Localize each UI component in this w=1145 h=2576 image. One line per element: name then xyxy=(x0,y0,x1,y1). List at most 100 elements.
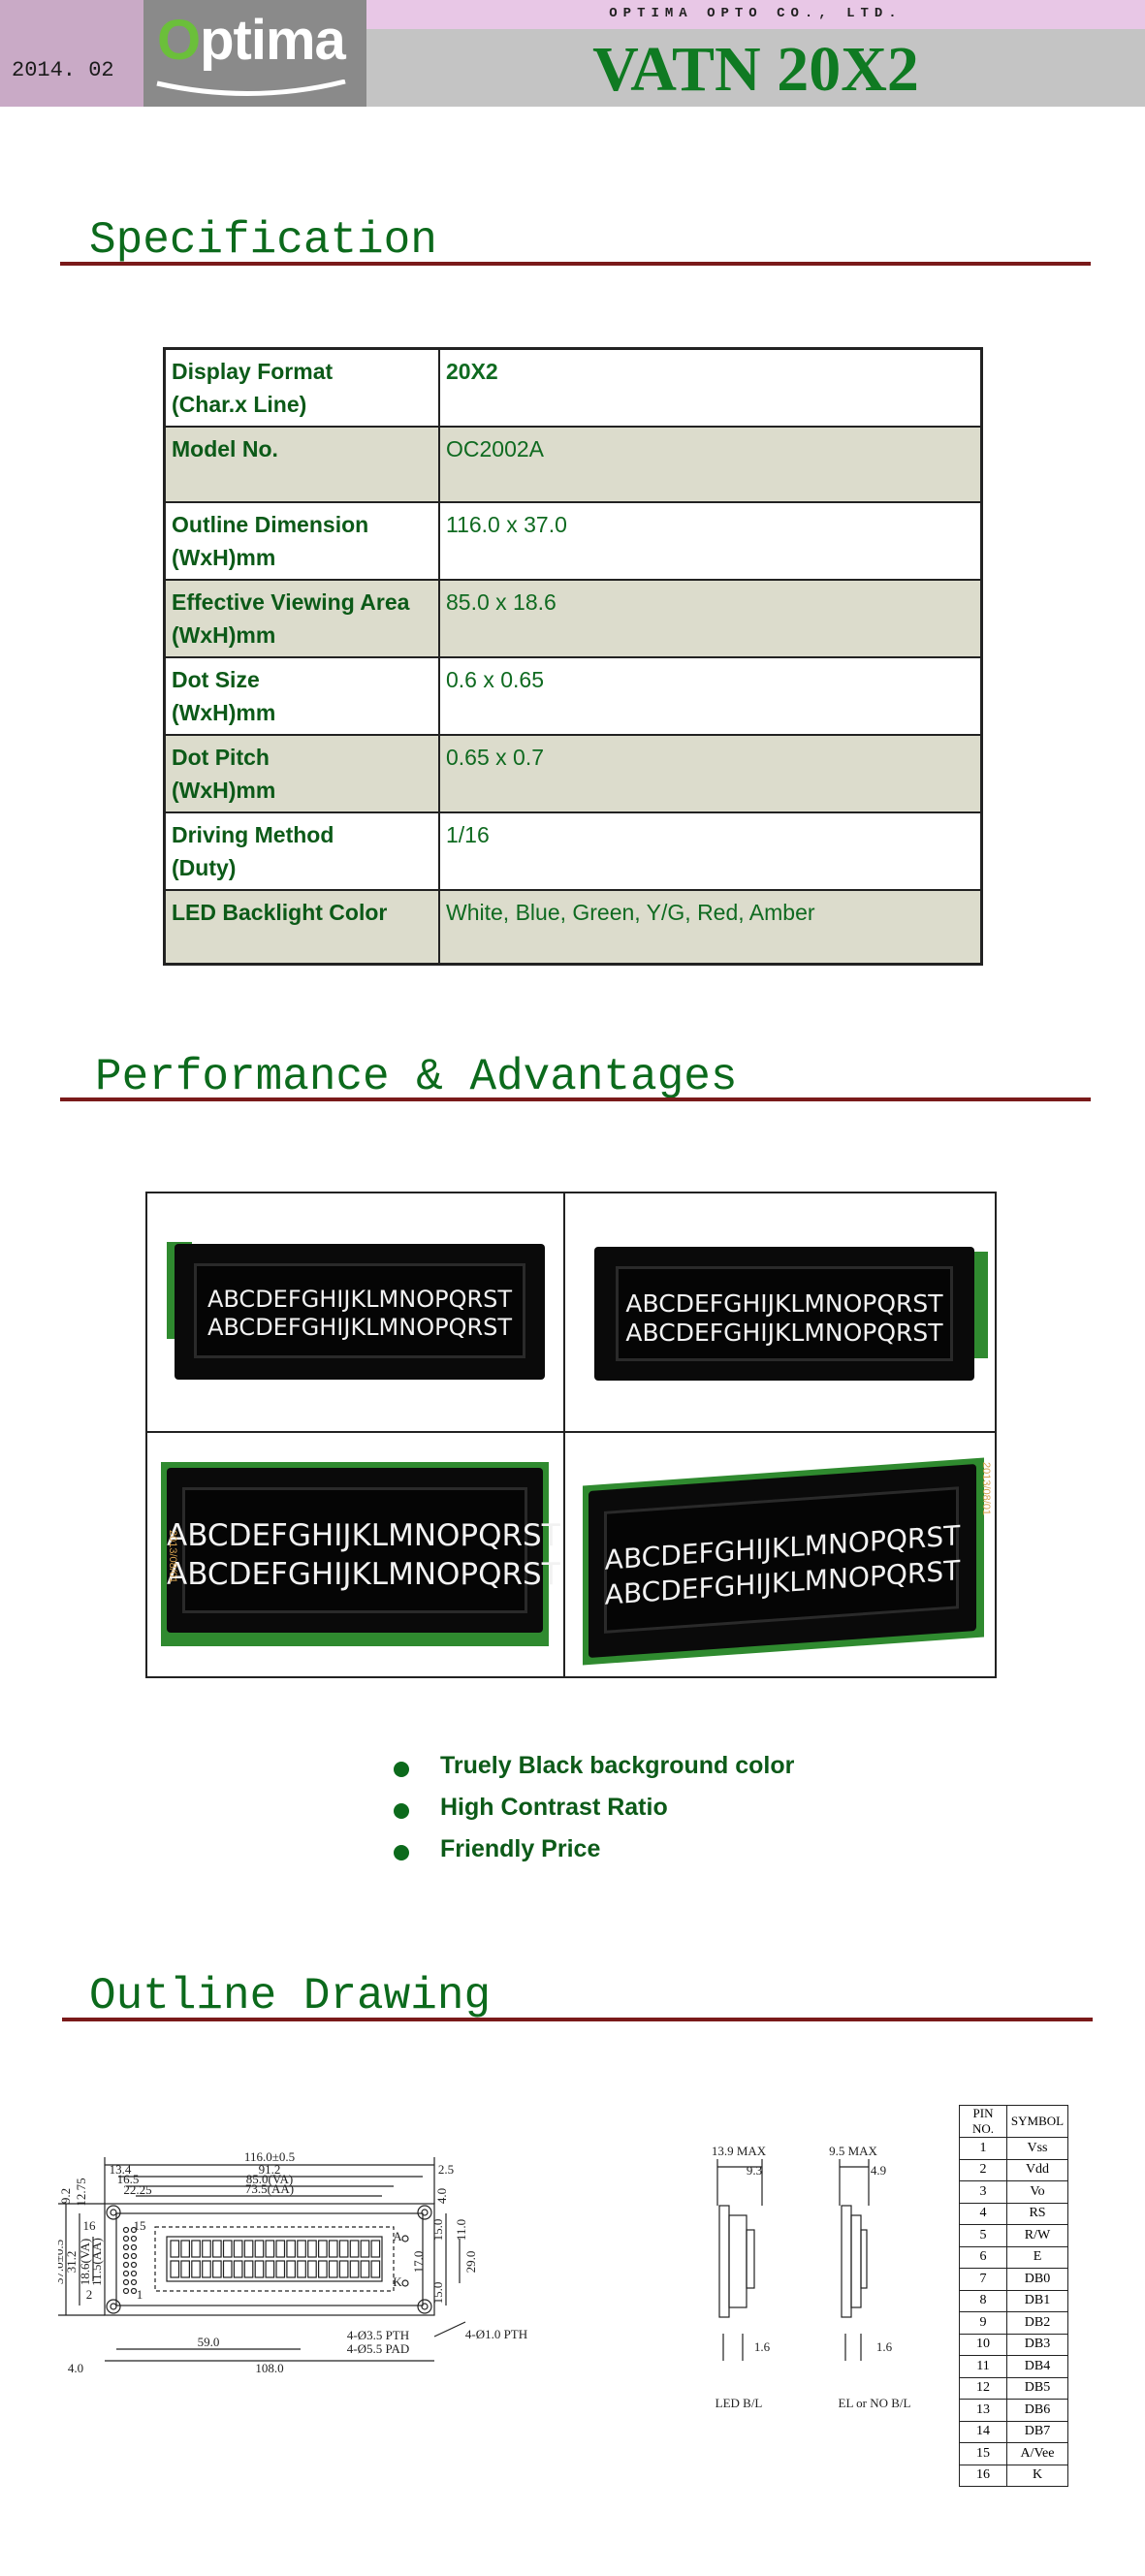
lcd-line-1: ABCDEFGHIJKLMNOPQRST xyxy=(167,1518,560,1553)
dimension-label: 17.0 xyxy=(411,2251,426,2274)
lcd-module: ABCDEFGHIJKLMNOPQRST ABCDEFGHIJKLMNOPQRS… xyxy=(594,1247,974,1381)
char-cell xyxy=(222,2260,233,2278)
spec-label: LED Backlight Color xyxy=(163,889,440,965)
pin-hole xyxy=(122,2261,130,2269)
dimension-label: 116.0±0.5 xyxy=(244,2149,295,2164)
char-cell xyxy=(307,2240,317,2258)
pin-symbol: K xyxy=(1006,2464,1068,2487)
char-cell xyxy=(243,2240,254,2258)
lcd-line-2: ABCDEFGHIJKLMNOPQRST xyxy=(625,1319,943,1347)
dimension-label: 18.6(VA) xyxy=(78,2239,92,2286)
char-cell xyxy=(265,2240,275,2258)
pin-symbol: Vo xyxy=(1006,2180,1068,2204)
pin-hole xyxy=(130,2261,138,2269)
company-logo: Optima xyxy=(143,0,366,107)
spec-value: 20X2 xyxy=(438,347,983,428)
product-photo-3: ABCDEFGHIJKLMNOPQRST ABCDEFGHIJKLMNOPQRS… xyxy=(147,1433,563,1676)
char-cell xyxy=(202,2240,211,2258)
char-cell xyxy=(191,2260,201,2278)
pin-number: 1 xyxy=(959,2137,1007,2160)
outline-drawing: 116.0±0.591.285.0(VA)73.5(AA)13.416.522.… xyxy=(58,2144,911,2410)
lcd-module: ABCDEFGHIJKLMNOPQRST ABCDEFGHIJKLMNOPQRS… xyxy=(175,1244,545,1380)
pin-symbol: Vss xyxy=(1006,2137,1068,2160)
char-cell xyxy=(360,2260,370,2278)
front-view xyxy=(58,2157,466,2362)
side-view-el xyxy=(839,2159,870,2361)
header-date: 2014. 02 xyxy=(12,58,114,82)
pin-symbol: A/Vee xyxy=(1006,2442,1068,2465)
side-view-caption: LED B/L xyxy=(716,2396,763,2410)
char-cell xyxy=(202,2260,211,2278)
dimension-label: 22.25 xyxy=(123,2182,151,2197)
pin-symbol: DB2 xyxy=(1006,2311,1068,2335)
pin-number: 3 xyxy=(959,2180,1007,2204)
spec-row: Display Format (Char.x Line)20X2 xyxy=(163,347,983,428)
char-cell xyxy=(191,2240,201,2258)
char-cell xyxy=(338,2260,349,2278)
pin-hole xyxy=(122,2226,130,2234)
spec-row: Driving Method (Duty)1/16 xyxy=(163,811,983,891)
pin-holes xyxy=(122,2226,138,2295)
pin-number: 11 xyxy=(959,2355,1007,2378)
char-cell xyxy=(328,2240,338,2258)
char-cell xyxy=(254,2240,265,2258)
dimension-label: 1 xyxy=(137,2287,143,2302)
model-title: VATN 20X2 xyxy=(592,34,919,105)
char-cell xyxy=(349,2260,360,2278)
char-cell xyxy=(265,2260,275,2278)
char-cell xyxy=(297,2240,306,2258)
dimension-label: 108.0 xyxy=(255,2361,283,2375)
spec-value: OC2002A xyxy=(438,426,983,503)
char-cell xyxy=(233,2260,243,2278)
spec-section-title: Specification xyxy=(89,215,437,266)
perf-section-title: Performance & Advantages xyxy=(95,1052,738,1102)
photo-date-stamp: 2013/08/01 xyxy=(980,1462,992,1516)
char-cell xyxy=(243,2260,254,2278)
char-cell xyxy=(254,2260,265,2278)
dimension-label: 4-Ø1.0 PTH xyxy=(465,2327,527,2341)
char-cell xyxy=(212,2260,222,2278)
dimension-label: 31.2 xyxy=(64,2251,79,2274)
spec-label: Model No. xyxy=(163,426,440,503)
char-cell xyxy=(222,2240,233,2258)
char-cell xyxy=(328,2260,338,2278)
pin-hole xyxy=(130,2270,138,2277)
spec-label: Dot Pitch (WxH)mm xyxy=(163,734,440,813)
spec-label: Outline Dimension (WxH)mm xyxy=(163,501,440,581)
product-photo-4: ABCDEFGHIJKLMNOPQRST ABCDEFGHIJKLMNOPQRS… xyxy=(565,1433,995,1676)
dimension-label: 13.4 xyxy=(110,2162,132,2177)
pin-hole xyxy=(122,2243,130,2251)
header-date-box: 2014. 02 xyxy=(0,0,143,107)
char-cell xyxy=(275,2260,286,2278)
grid-divider-horizontal xyxy=(147,1431,995,1433)
dimension-label: 15.0 xyxy=(430,2219,445,2242)
logo-text: Optima xyxy=(157,9,346,72)
char-cell xyxy=(180,2240,191,2258)
spec-value: 0.65 x 0.7 xyxy=(438,734,983,813)
spec-row: Model No.OC2002A xyxy=(163,426,983,503)
pin-symbol: E xyxy=(1006,2245,1068,2269)
dimension-label: 15.0 xyxy=(430,2282,445,2305)
pin-hole xyxy=(130,2243,138,2251)
dimension-label: 2 xyxy=(86,2287,93,2302)
char-cell xyxy=(170,2260,180,2278)
company-band: OPTIMA OPTO CO., LTD. xyxy=(366,0,1145,29)
lcd-line-2: ABCDEFGHIJKLMNOPQRST xyxy=(167,1557,560,1592)
pin-hole xyxy=(122,2287,130,2295)
dimension-label: 91.2 xyxy=(259,2162,281,2177)
spec-value: White, Blue, Green, Y/G, Red, Amber xyxy=(438,889,983,965)
dimension-labels: 116.0±0.591.285.0(VA)73.5(AA)13.416.522.… xyxy=(58,2144,911,2410)
pin-hole xyxy=(130,2226,138,2234)
side-view-led xyxy=(716,2159,763,2361)
